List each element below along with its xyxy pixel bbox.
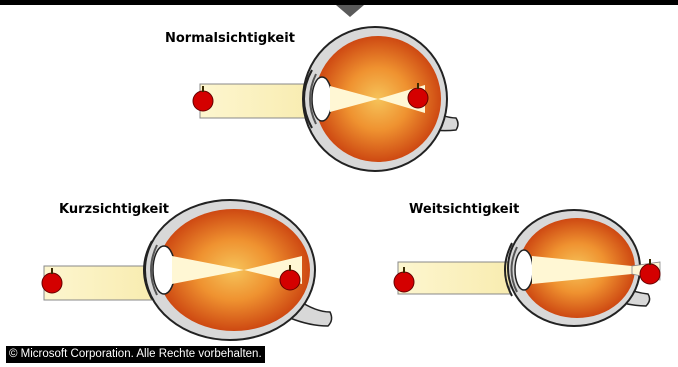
lens-icon	[515, 250, 533, 290]
eye-myopia-diagram	[42, 200, 332, 340]
light-beam	[200, 84, 312, 118]
copyright-notice: © Microsoft Corporation. Alle Rechte vor…	[6, 346, 265, 363]
lens-icon	[153, 246, 175, 294]
lens-icon	[312, 77, 332, 121]
label-normalsichtigkeit: Normalsichtigkeit	[165, 31, 295, 46]
label-kurzsichtigkeit: Kurzsichtigkeit	[59, 202, 169, 217]
eye-hyperopia-diagram	[394, 210, 660, 326]
label-weitsichtigkeit: Weitsichtigkeit	[409, 202, 519, 217]
eye-normal-diagram	[193, 27, 458, 171]
light-beam	[398, 262, 510, 294]
